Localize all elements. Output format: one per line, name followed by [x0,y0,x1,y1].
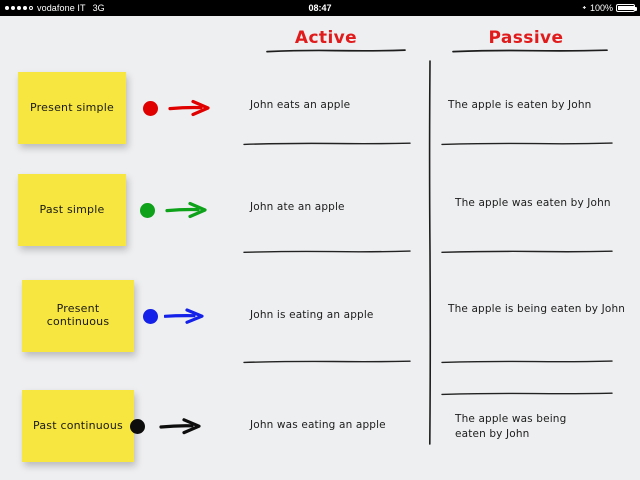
row-divider-passive-4 [441,392,613,396]
cell-active-present-continuous: John is eating an apple [250,309,374,321]
cell-passive-present-simple: The apple is eaten by John [448,99,592,111]
cell-passive-past-simple: The apple was eaten by John [455,197,611,209]
carrier-label: vodafone IT [37,3,86,13]
status-bar: vodafone IT 3G 08:47 ᛭ 100% [0,0,640,16]
cell-passive-present-continuous: The apple is being eaten by John [448,303,626,315]
network-type-label: 3G [92,3,105,13]
sticky-note-past-simple[interactable]: Past simple [18,174,126,246]
arrow-right-green [165,201,209,219]
dot-black [130,418,145,434]
sticky-note-label: Present simple [30,100,114,114]
sticky-note-label: Present continuous [46,302,110,328]
column-header-active: Active [294,28,358,48]
arrow-right-red [168,99,212,117]
battery-full-icon [616,4,637,12]
signal-strength-icon [5,6,33,10]
dot-green [140,202,155,218]
cell-active-past-simple: John ate an apple [250,201,345,213]
column-vertical-divider [427,60,433,445]
sticky-note-label: Past simple [39,202,105,216]
column-header-passive-underline [452,49,608,53]
sticky-note-label: Past continuous [33,418,123,432]
column-header-passive: Passive [488,28,564,48]
row-divider-active-1 [243,142,411,146]
column-header-active-underline [266,49,406,53]
marker-past-continuous [130,417,203,435]
marker-present-simple [143,99,212,117]
cell-passive-past-continuous: The apple was being eaten by John [455,413,567,441]
marker-present-continuous [143,307,206,325]
clock-label: 08:47 [308,3,332,13]
sticky-note-past-continuous[interactable]: Past continuous [22,390,134,462]
cell-active-present-simple: John eats an apple [250,99,351,111]
sticky-note-present-continuous[interactable]: Present continuous [22,280,134,352]
battery-percent-label: 100% [589,3,613,13]
arrow-right-blue [164,307,206,325]
row-divider-active-2 [243,250,411,254]
arrow-right-black [159,417,203,435]
status-bar-left: vodafone IT 3G [0,3,105,13]
bluetooth-icon: ᛭ [581,2,587,13]
dot-blue [143,308,158,324]
row-divider-passive-1 [441,142,613,146]
sticky-note-present-simple[interactable]: Present simple [18,72,126,144]
row-divider-passive-3 [441,360,613,364]
row-divider-active-3 [243,360,411,364]
row-divider-passive-2 [441,250,613,254]
status-bar-right: ᛭ 100% [581,2,637,13]
dot-red [143,100,158,116]
marker-past-simple [140,201,209,219]
cell-active-past-continuous: John was eating an apple [250,419,386,431]
worksheet-canvas: Active Passive Present simple John eats … [0,16,640,480]
